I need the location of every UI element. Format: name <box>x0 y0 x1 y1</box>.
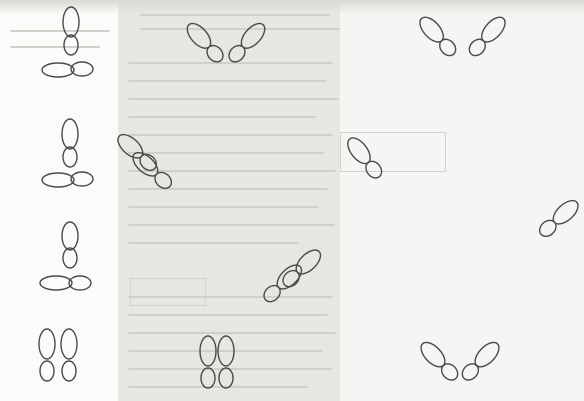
foot-outline <box>61 329 77 381</box>
foot-outline <box>183 19 227 65</box>
foot-outline <box>458 338 503 384</box>
footprint-figure-8 <box>200 336 234 388</box>
foot-outline <box>343 134 385 182</box>
foot-outline <box>225 19 269 65</box>
footprint-figure-12 <box>417 338 503 384</box>
foot-outline <box>218 336 234 388</box>
footprint-figure-10 <box>343 134 385 182</box>
footprint-figure-3 <box>40 222 91 290</box>
foot-outline <box>62 119 78 167</box>
footprint-figure-9 <box>416 13 510 59</box>
footprint-figure-5 <box>183 19 269 65</box>
foot-outline <box>63 7 79 55</box>
footprint-figure-4 <box>39 329 77 381</box>
foot-outline <box>62 222 78 268</box>
foot-outline <box>42 172 93 187</box>
foot-outline <box>536 196 582 240</box>
foot-outline <box>40 276 91 290</box>
foot-outline <box>416 13 460 59</box>
foot-outline <box>465 13 509 59</box>
footprint-figure-7 <box>260 246 325 306</box>
footprint-figure-11 <box>536 196 582 240</box>
foot-outline <box>200 336 216 388</box>
foot-outline <box>39 329 55 381</box>
foot-outline <box>42 62 93 77</box>
footprint-figure-1 <box>42 7 93 77</box>
footprint-figure-6 <box>114 130 175 192</box>
footprint-figure-2 <box>42 119 93 187</box>
foot-outline <box>417 338 462 384</box>
